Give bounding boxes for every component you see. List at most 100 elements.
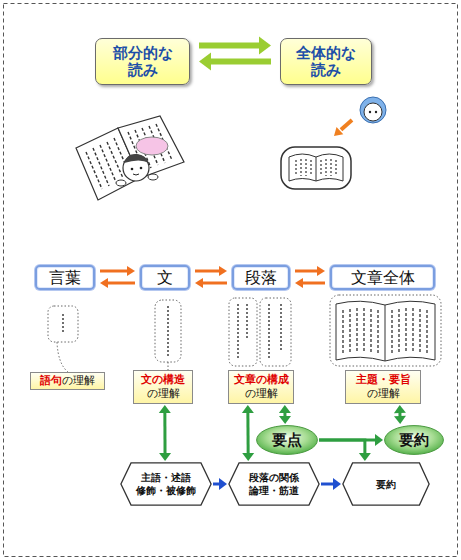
arrow-head [127,266,135,276]
text-line [305,159,306,176]
connector-arrow [199,37,271,55]
connector-arrow [295,278,325,288]
leader-line [168,362,169,370]
connector-line [302,282,325,285]
text-line [412,308,413,353]
text-group: 要約 [399,432,429,449]
text-line [107,142,123,178]
node-text: 文の構造 [141,373,185,387]
arrow-head [195,278,203,288]
text-samples [48,295,441,372]
hexagon-shape [229,463,319,505]
arrow-head [394,405,406,413]
child-eye [140,167,143,170]
arrow-head [333,478,341,490]
node-text: 段落 [245,269,277,287]
text-line [370,309,371,354]
connector-arrow [279,405,291,424]
whole-text-sample-frame [330,295,441,366]
connector-arrow [319,434,383,446]
arrow-head [359,453,371,461]
arrow-head [394,416,406,424]
connector-arrow [213,478,227,490]
text-line [426,310,427,354]
node-text: 段落の関係 論理・筋道 [238,471,310,497]
connector-arrow [321,478,341,490]
text-line [320,160,321,176]
level-box: 文章全体 [330,265,435,290]
overview-reader-illustration [281,97,386,189]
connector-line [246,412,249,454]
oval-shape [385,426,444,455]
view-arrow [341,120,352,130]
node-text: の理解 [367,387,400,401]
arrow-head [295,278,303,288]
text-line [237,304,238,360]
text-line [349,309,350,353]
hexagon-shape [343,463,429,505]
sample-book-lines [343,308,427,355]
connector-line [283,412,286,417]
text-line [419,309,420,353]
node-text: 部分的な 読み [110,45,176,79]
text-line [398,309,399,354]
node-text: の理解 [245,387,278,401]
connector-line [319,439,376,442]
arrow-head [159,405,171,413]
connector-arrow [394,405,406,424]
node-text: 語句 [40,374,62,388]
text-line [295,160,296,176]
text-group: 文 [157,269,173,287]
arrow-head [100,278,108,288]
hexagon-shape [121,463,211,505]
summary-oval: 要約 [384,425,444,455]
arrow-head [317,266,325,276]
hexagon-outline [228,462,320,506]
text-line [356,308,357,353]
text-lines [296,159,336,176]
connector-line [195,270,220,273]
view-arrow-head [334,127,343,136]
connector-arrow [100,278,135,288]
arrow-head [375,434,383,446]
understanding-box: 文の構造の理解 [133,370,193,404]
sample-book [336,301,435,361]
reader-eye [369,111,371,113]
text-group: 主題・要旨の理解 [356,373,411,401]
connector-line [321,483,334,486]
skill-hexagon: 主語・述語 修飾・被修飾 [120,462,212,506]
arrow-head [159,453,171,461]
dashed-frame [4,4,458,557]
text-group: 段落の関係 論理・筋道 [238,471,310,497]
connector-line [319,440,365,454]
child-hand [148,174,158,180]
thought-bubble [136,137,168,155]
text-line [335,160,336,176]
arrow-head [279,416,291,424]
text-group: 要約 [350,478,422,491]
text-line [62,314,63,332]
paragraph-sample-frame [229,298,257,366]
node-text: の理解 [147,387,180,401]
connector-arrow [319,440,371,461]
connector-arrow [195,278,227,288]
node-text: 要約 [399,432,429,449]
reading-child-illustration [76,116,184,200]
arrow-head [242,453,254,461]
text-line [100,145,116,182]
text-line [310,160,311,176]
connector-arrow [199,53,271,71]
text-line [93,148,109,186]
node-text: 主題・要旨 [356,373,411,387]
child-eye [131,168,134,171]
text-line [325,159,326,176]
connector-line [199,43,261,49]
hexagon-outline [120,462,212,506]
connector-line [295,270,318,273]
text-group: 文章の構成の理解 [234,373,289,401]
level-box: 段落 [232,265,290,290]
text-group: 部分的な 読み [110,45,176,79]
level-box: 文 [140,265,190,290]
level-box: 言葉 [35,265,95,290]
